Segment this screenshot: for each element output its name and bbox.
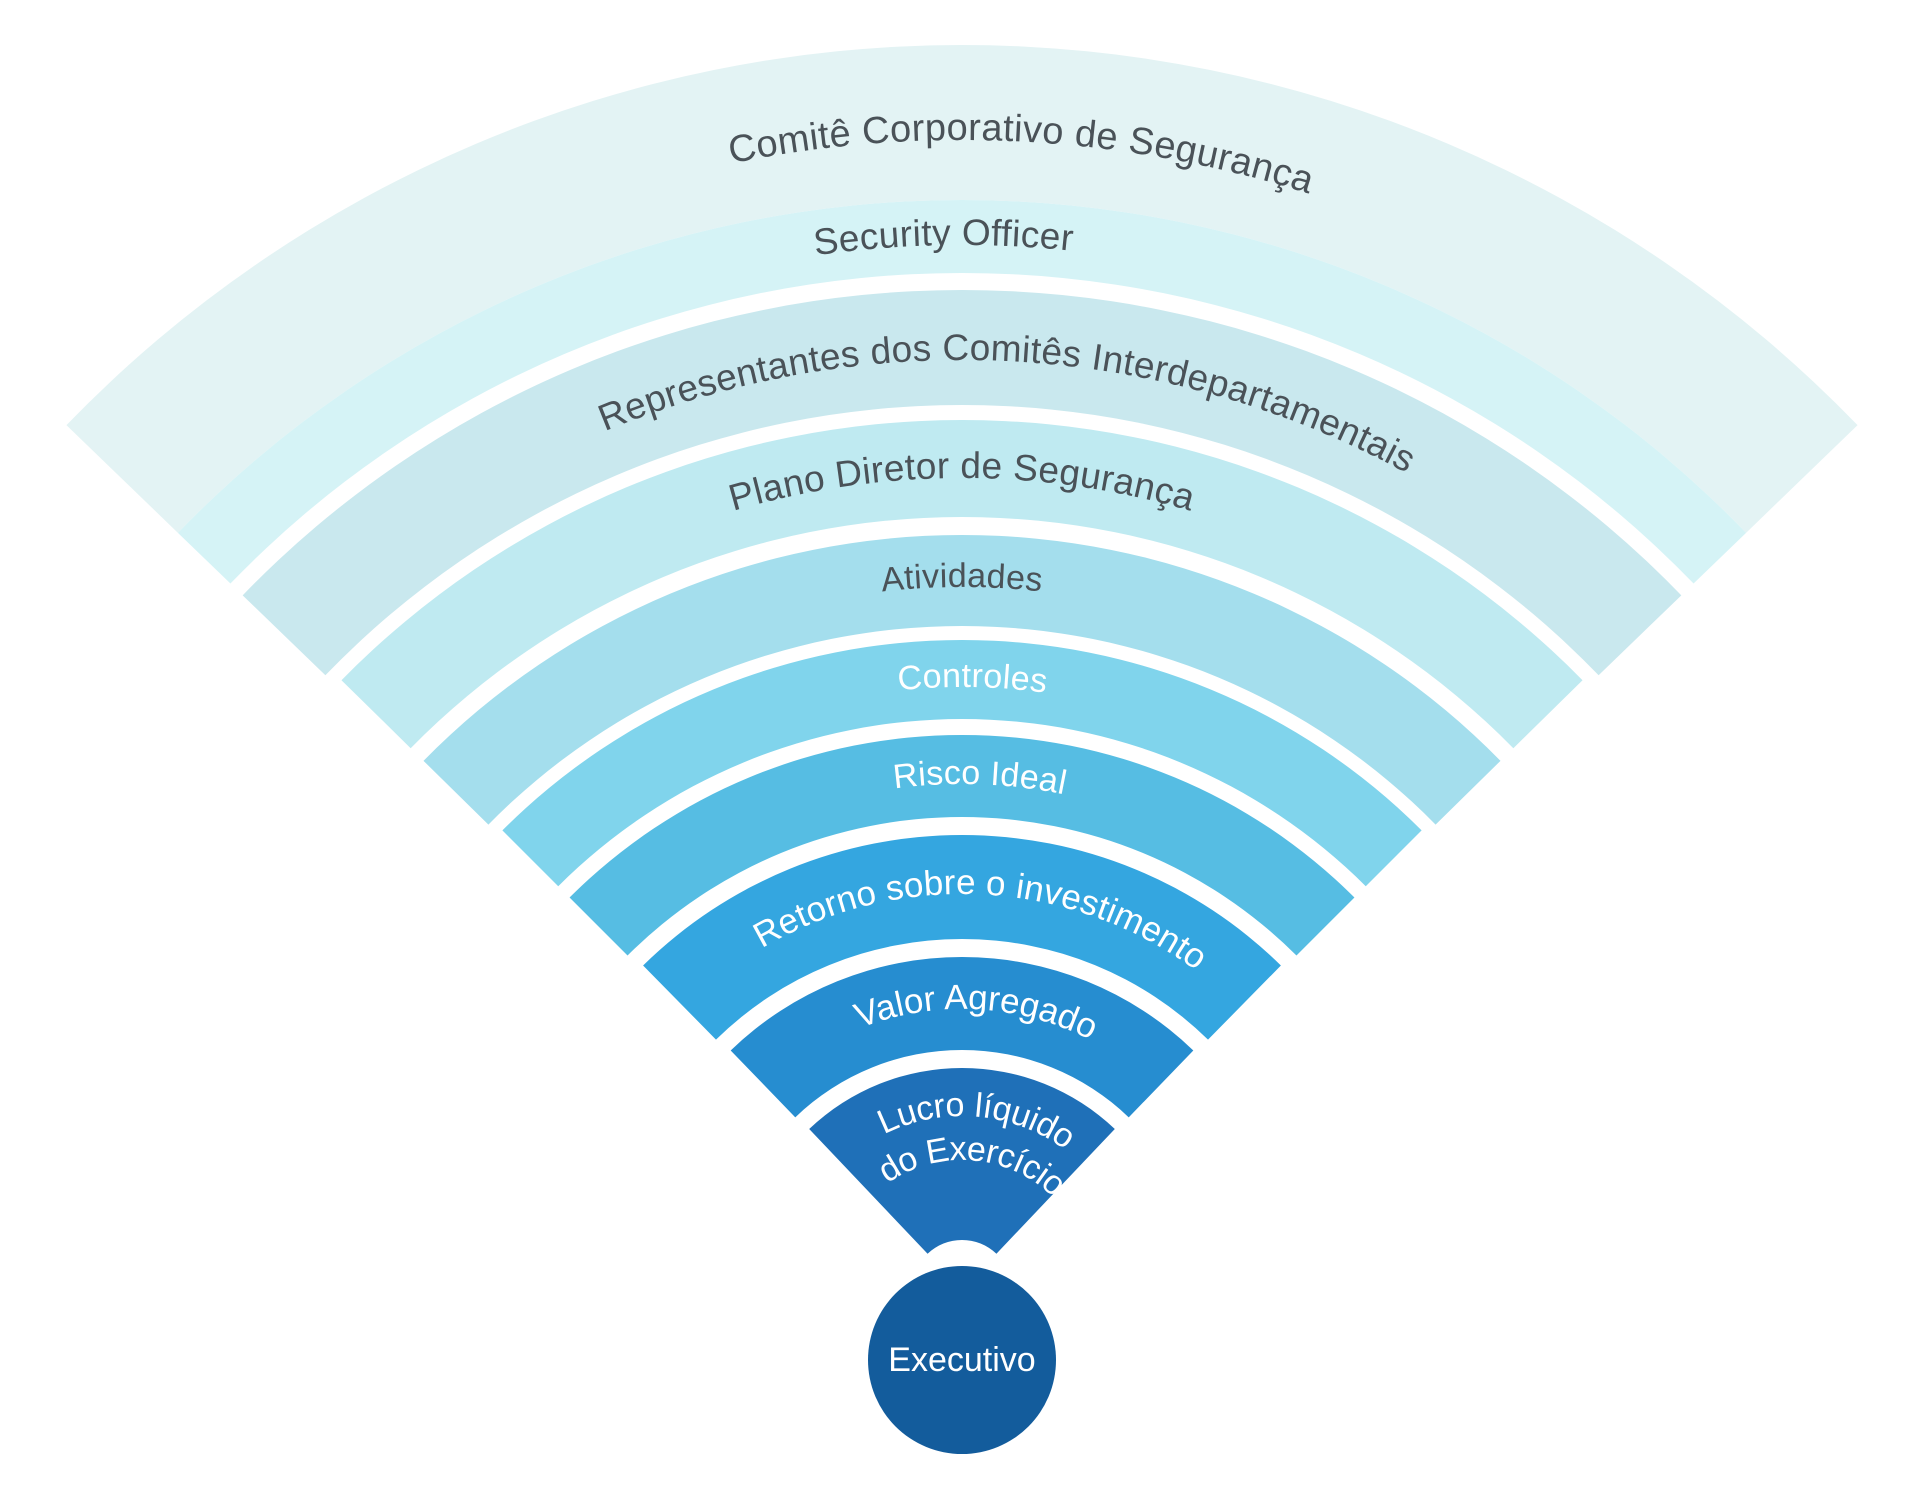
arc-band-4 bbox=[569, 735, 1355, 956]
arc-label-group-5: Controles bbox=[895, 656, 1050, 701]
arc-bands bbox=[66, 44, 1858, 1254]
arc-label-group-6: Atividades bbox=[879, 557, 1045, 600]
arc-band-10 bbox=[66, 44, 1858, 533]
arc-band-2 bbox=[730, 957, 1194, 1118]
arc-band-3 bbox=[643, 835, 1281, 1040]
arc-label-6: Atividades bbox=[879, 557, 1045, 600]
arc-band-9 bbox=[177, 199, 1747, 584]
arc-label-5: Controles bbox=[895, 656, 1050, 701]
executivo-label: Executivo bbox=[888, 1341, 1035, 1379]
arc-band-6 bbox=[423, 535, 1501, 825]
arc-band-5 bbox=[502, 640, 1422, 887]
arc-band-1 bbox=[809, 1068, 1115, 1254]
arc-band-7 bbox=[341, 420, 1583, 749]
center-node: Executivo bbox=[868, 1266, 1056, 1454]
arc-band-8 bbox=[242, 289, 1682, 676]
executivo-circle bbox=[868, 1266, 1056, 1454]
